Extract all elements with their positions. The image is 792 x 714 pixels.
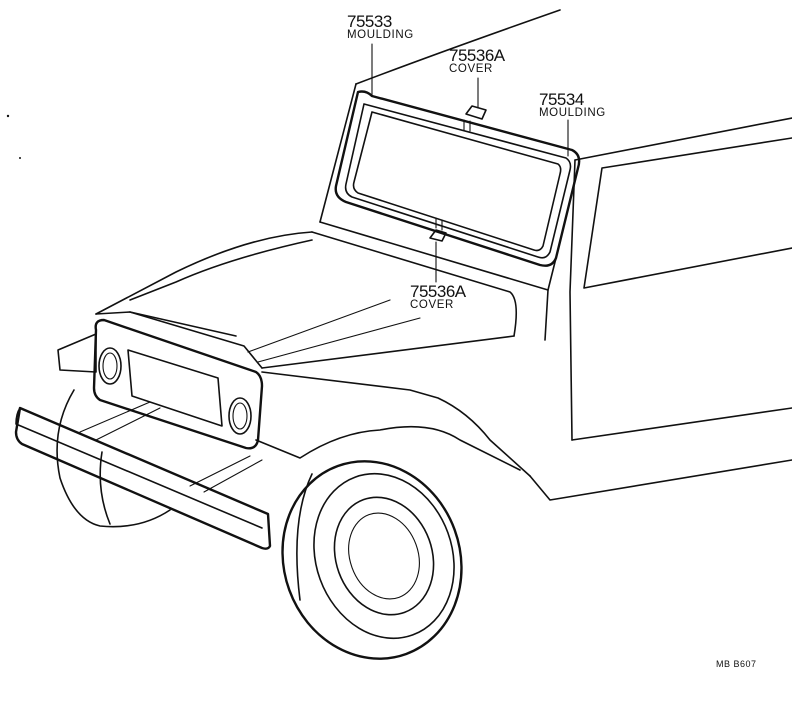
windshield-glass [352, 111, 562, 252]
hood-top [95, 231, 313, 315]
front-tire [281, 460, 463, 660]
cab-pillar [569, 159, 576, 441]
fender-lower [255, 425, 521, 471]
side-window [583, 137, 792, 289]
callout-75536A-bottom: 75536A COVER [410, 283, 466, 312]
front-fender [261, 371, 531, 477]
wheel-hub [348, 512, 420, 600]
bumper-brackets [79, 401, 263, 493]
left-headlight [98, 347, 122, 385]
bottom-cover-part [429, 229, 447, 242]
part-name: COVER [449, 63, 493, 75]
cab-roof-edge [574, 117, 792, 161]
part-name: COVER [410, 299, 454, 311]
top-cover-part [465, 105, 487, 120]
diagram-code: MB B607 [716, 659, 757, 669]
cab-bottom-line [571, 407, 792, 441]
hood-ridge [129, 239, 313, 337]
callout-75536A-top: 75536A COVER [449, 47, 505, 76]
part-number: 75536A [410, 282, 466, 301]
cowl-line-2 [311, 231, 518, 337]
part-number: 75536A [449, 46, 505, 65]
hood-front-edge [95, 311, 263, 369]
grille-center [127, 349, 223, 427]
left-wheel [56, 389, 171, 528]
a-pillar [319, 83, 357, 223]
part-number: 75534 [539, 90, 584, 109]
wheel-rim [333, 496, 435, 616]
part-number: 75533 [347, 12, 392, 31]
body-lower-line [529, 459, 792, 501]
roof-line [355, 9, 561, 85]
callout-75533: 75533 MOULDING [347, 13, 414, 42]
callout-75534: 75534 MOULDING [539, 91, 606, 120]
hood-crease [247, 299, 421, 363]
front-bumper [14, 406, 272, 550]
hood-side [261, 335, 515, 369]
stray-dot [6, 114, 10, 118]
windshield-moulding [344, 103, 572, 259]
part-name: MOULDING [539, 107, 606, 119]
cowl-side [544, 289, 549, 341]
right-headlight [228, 397, 252, 435]
tire-tread [313, 472, 455, 640]
grille-surround [92, 318, 264, 450]
left-fender [57, 333, 97, 373]
part-name: MOULDING [347, 29, 414, 41]
